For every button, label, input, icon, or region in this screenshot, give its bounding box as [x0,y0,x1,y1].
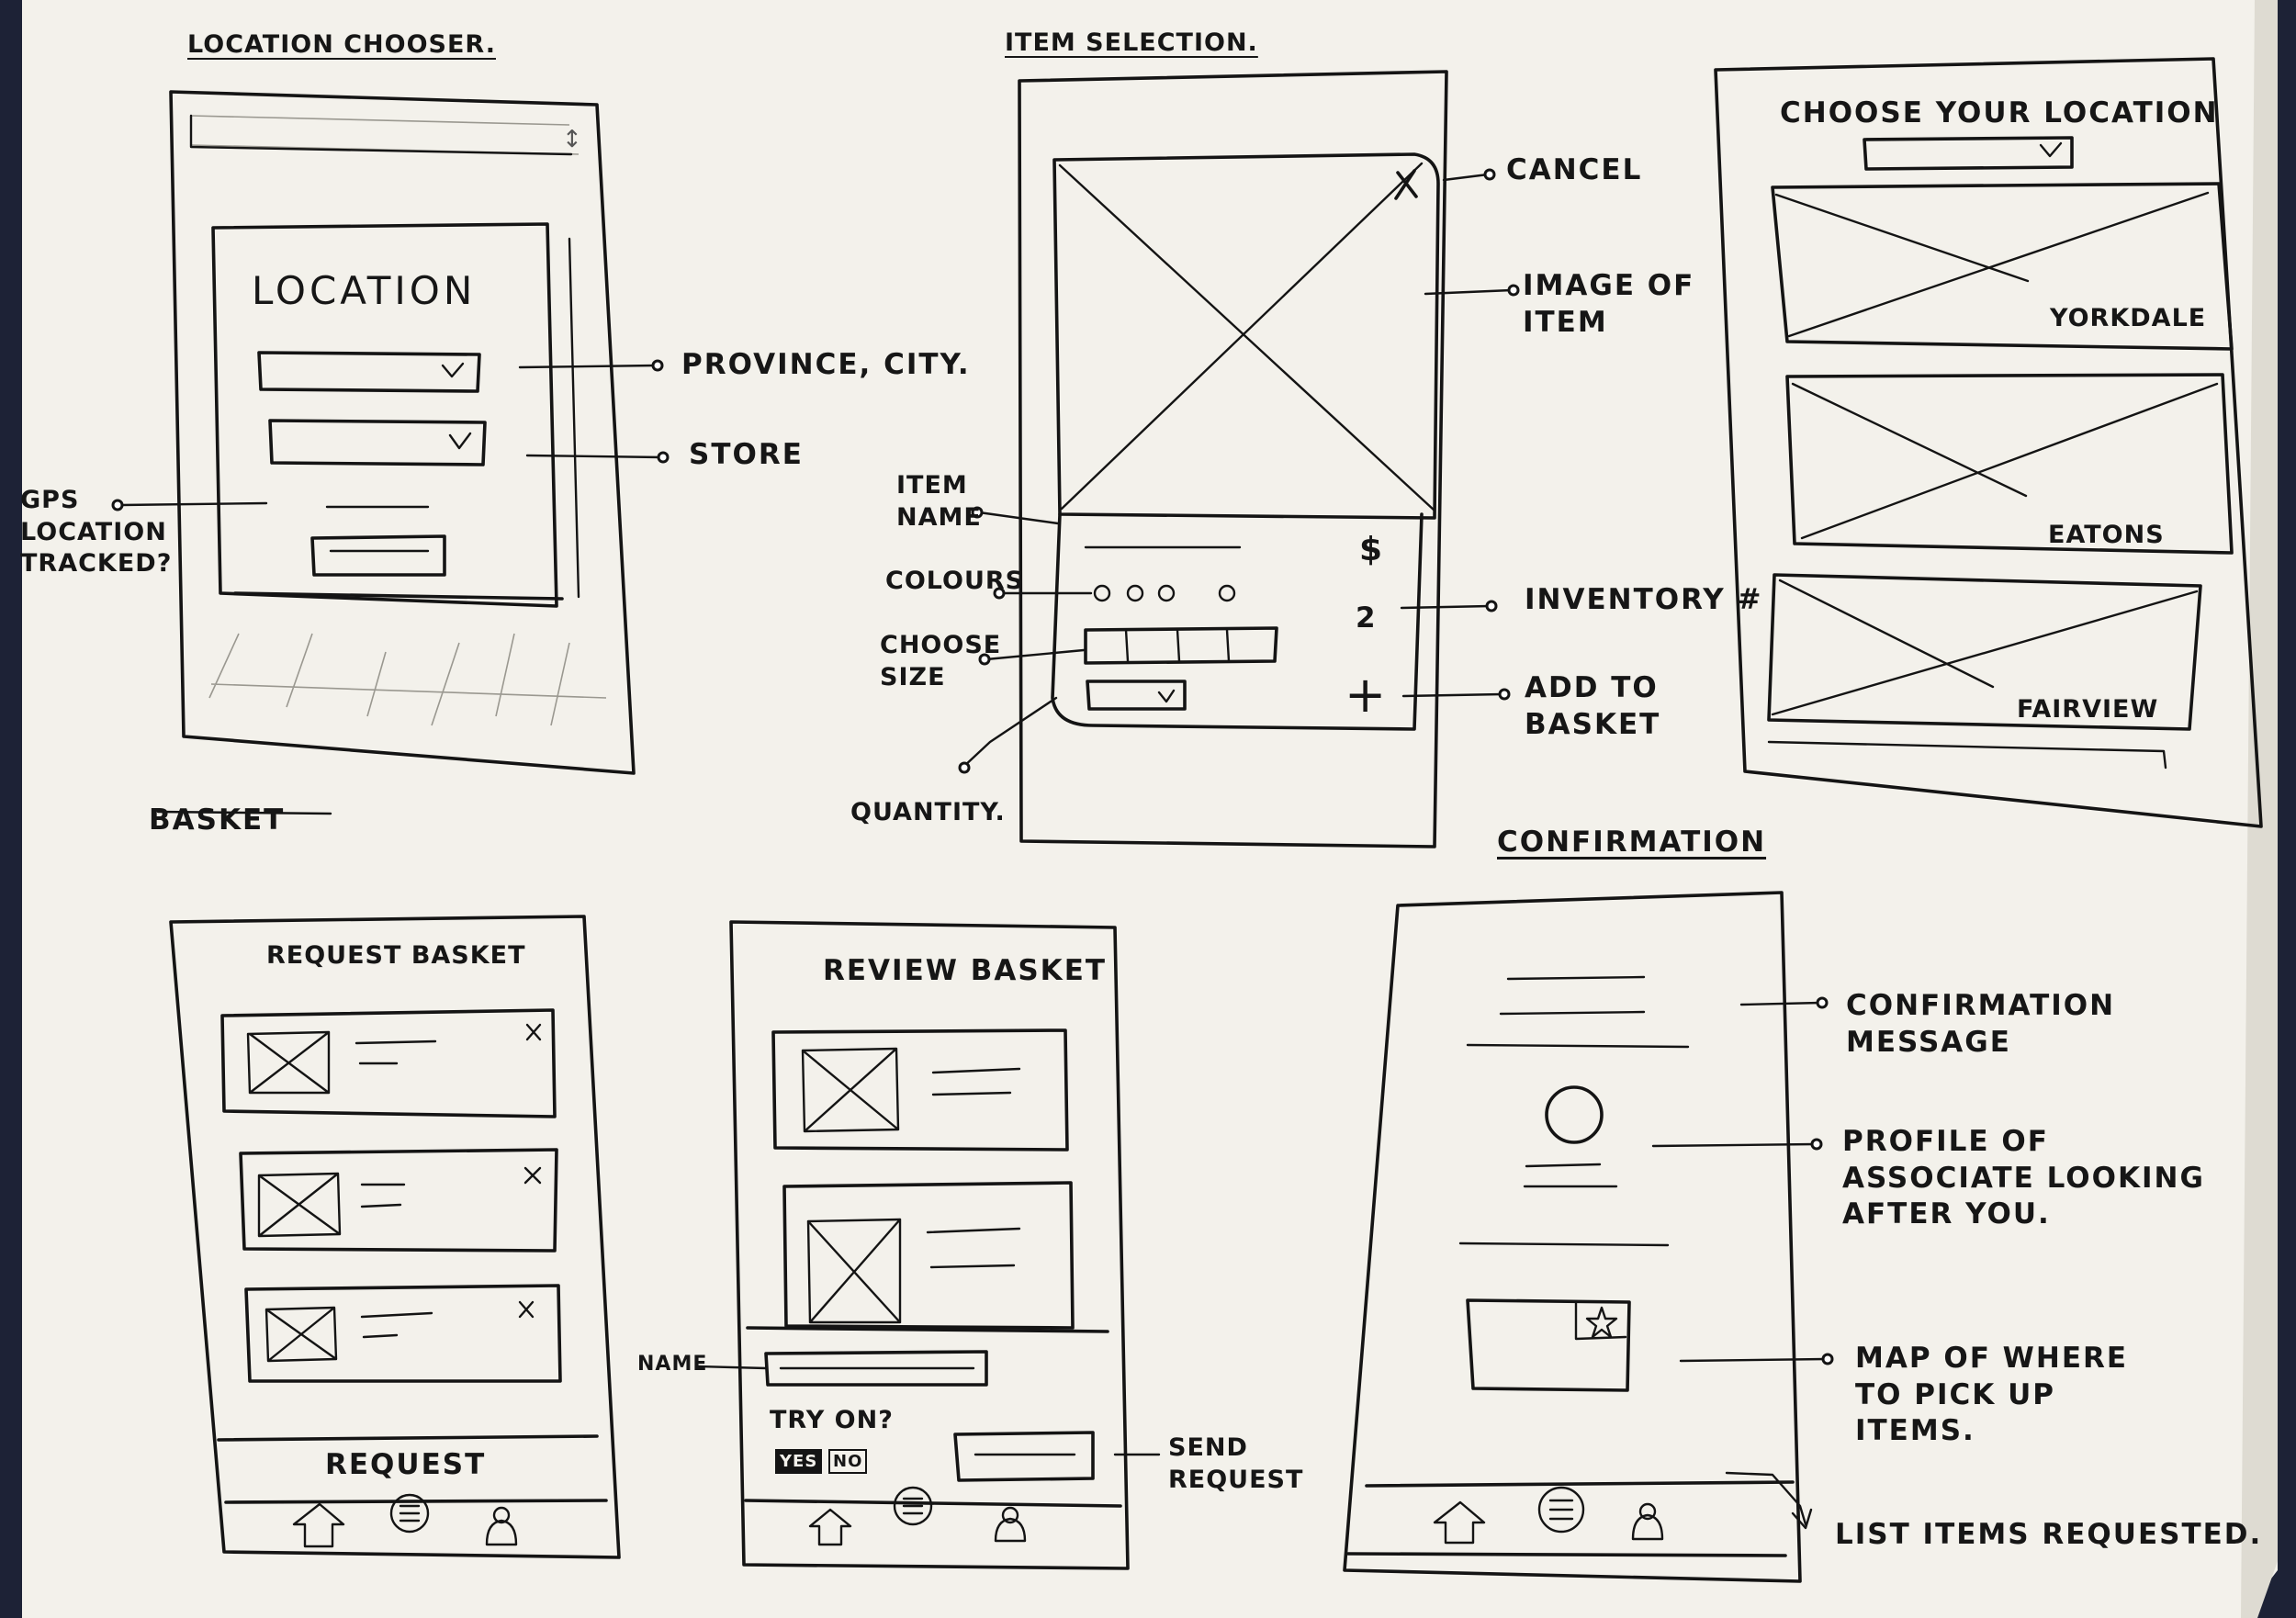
star-icon [1585,1306,1618,1339]
close-icon [518,1300,535,1319]
store-dropdown [268,419,487,466]
chevron-down-icon [1157,689,1176,703]
svg-text:↕: ↕ [562,126,582,153]
wireframe-confirmation [1343,891,1834,1583]
location-panel-title: LOCATION [252,268,477,313]
basket-item [220,1008,557,1118]
wireframe-item-selection [958,70,1520,848]
basket-item [239,1148,558,1253]
annotation-name: NAME [637,1353,708,1376]
review-item [771,1028,1069,1152]
try-on-no-toggle[interactable]: NO [828,1449,868,1475]
annotation-list-items: LIST ITEMS REQUESTED. [1835,1518,2263,1551]
wireframe-choose-location [1714,57,2263,828]
annotation-store: STORE [689,438,804,471]
annotation-image-of-item: IMAGE OF ITEM [1523,269,1695,339]
store-name-eatons[interactable]: EATONS [2048,521,2165,549]
annotation-choose-size: CHOOSE SIZE [880,631,1002,691]
user-icon [1631,1502,1664,1541]
wireframe-request-basket [169,915,621,1559]
section-title-confirmation: CONFIRMATION [1497,826,1767,859]
annotation-province-city: PROVINCE, CITY. [681,348,971,381]
home-icon [1433,1500,1486,1545]
send-request-button [953,1431,1095,1482]
annotation-inventory: INVENTORY # [1525,583,1763,616]
inventory-value: 2 [1356,601,1378,635]
try-on-yes-toggle[interactable]: YES [775,1449,823,1475]
add-to-basket-button[interactable]: + [1345,666,1390,724]
avatar [1545,1085,1604,1144]
wireframe-location-chooser: ↕ [111,90,670,775]
basket-item [244,1284,562,1383]
close-icon [525,1023,542,1041]
choose-location-title: CHOOSE YOUR LOCATION [1780,96,2219,129]
location-dialog [211,222,558,608]
store-name-yorkdale[interactable]: YORKDALE [2050,304,2207,332]
store-card-yorkdale [1771,182,2234,351]
annotation-cancel: CANCEL [1506,153,1643,186]
price-symbol: $ [1359,531,1385,568]
store-card-fairview [1767,573,2202,731]
close-icon [523,1166,542,1185]
name-input [764,1350,988,1387]
try-on-label: TRY ON? [770,1406,894,1434]
user-icon [994,1506,1027,1543]
list-icon [389,1493,430,1534]
section-title-item-selection: ITEM SELECTION. [1005,28,1258,57]
close-icon [1394,169,1418,200]
chevron-down-icon [2039,141,2063,158]
section-title-basket: BASKET [149,803,286,837]
annotation-map: MAP OF WHERE TO PICK UP ITEMS. [1855,1342,2129,1448]
annotation-gps: GPS LOCATION TRACKED? [20,486,173,579]
request-button[interactable]: REQUEST [325,1448,487,1481]
section-title-location-chooser: LOCATION CHOOSER. [187,30,496,59]
item-image-card [1052,152,1440,520]
list-icon [1537,1486,1585,1534]
annotation-item-name: ITEM NAME [896,471,982,532]
store-card-eatons [1785,373,2234,555]
annotation-confirmation-message: CONFIRMATION MESSAGE [1846,989,2116,1059]
location-dropdown [1863,136,2074,171]
list-icon [893,1486,933,1526]
province-city-dropdown [257,351,481,393]
annotation-send-request: SEND REQUEST [1168,1433,1304,1494]
size-selector [1084,626,1278,665]
user-icon [485,1506,518,1546]
review-basket-title: REVIEW BASKET [823,954,1108,987]
annotation-quantity: QUANTITY. [850,798,1006,826]
chevron-down-icon [448,432,472,450]
review-item [782,1181,1075,1330]
gps-button [310,534,446,577]
home-icon [292,1502,345,1548]
annotation-add-to-basket: ADD TO BASKET [1525,671,1661,741]
annotation-colours: COLOURS [885,567,1025,595]
request-basket-title: REQUEST BASKET [266,941,526,970]
chevron-down-icon [441,362,465,378]
home-icon [808,1508,852,1546]
quantity-select [1086,680,1187,711]
annotation-profile: PROFILE OF ASSOCIATE LOOKING AFTER YOU. [1842,1125,2205,1231]
store-name-fairview[interactable]: FAIRVIEW [2017,695,2159,724]
wireframe-review-basket [696,920,1161,1570]
